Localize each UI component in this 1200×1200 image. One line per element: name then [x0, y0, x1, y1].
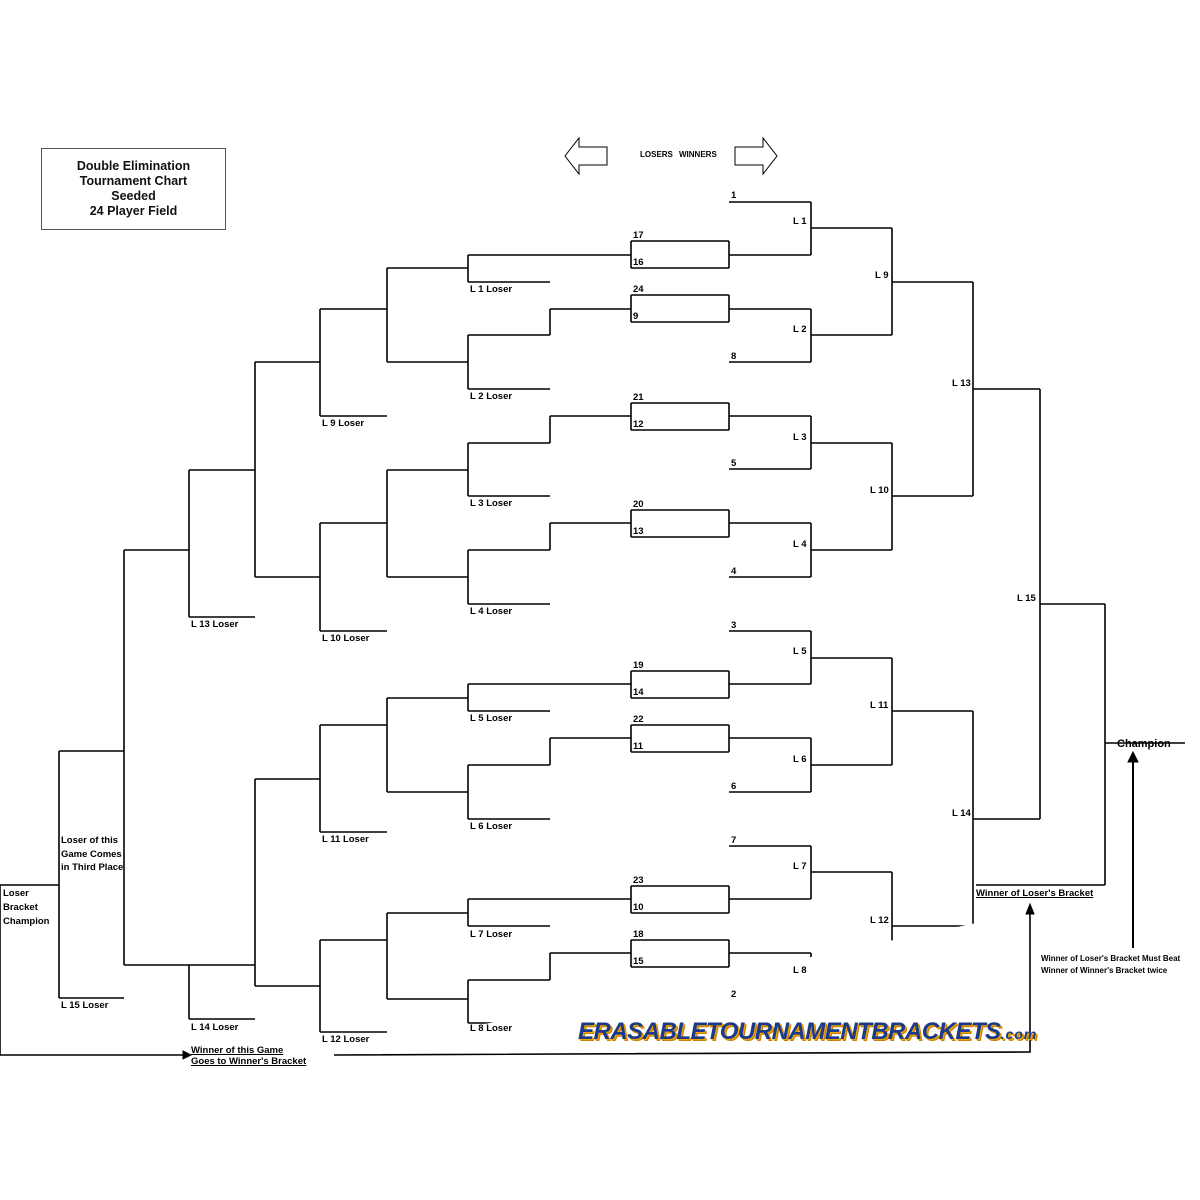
game-L3: L 3	[793, 432, 807, 443]
brand-logo: ERASABLETOURNAMENTBRACKETS.com	[578, 1018, 1037, 1046]
game-L13: L 13	[952, 378, 971, 389]
must-beat-note-2: Winner of Winner's Bracket twice	[1041, 966, 1168, 975]
third-place-note-2: Game Comes	[61, 849, 122, 860]
loser-slot-L9: L 9 Loser	[322, 418, 365, 429]
game-L14: L 14	[952, 808, 971, 819]
title-line-4: 24 Player Field	[89, 204, 178, 218]
title-line-1: Double Elimination	[76, 159, 191, 173]
lb-champion-note-2: Bracket	[3, 902, 38, 913]
loser-slot-L12: L 12 Loser	[322, 1034, 370, 1045]
game-L2: L 2	[793, 324, 807, 335]
seed-8: 8	[731, 351, 737, 362]
game-L4: L 4	[793, 539, 807, 550]
seed-7: 7	[731, 835, 737, 846]
title-line-3: Seeded	[111, 189, 156, 203]
loser-slot-L7: L 7 Loser	[470, 929, 513, 940]
seed-2: 2	[731, 989, 737, 1000]
winner-losers-bracket-note: Winner of Loser's Bracket	[976, 888, 1094, 899]
loser-slot-L10: L 10 Loser	[322, 633, 370, 644]
loser-slot-L6: L 6 Loser	[470, 821, 513, 832]
seed-22: 22	[633, 714, 644, 725]
winners-direction-label: WINNERS	[679, 150, 717, 159]
seed-17: 17	[633, 230, 644, 241]
seed-24: 24	[633, 284, 644, 295]
goes-to-winners-note-2: Goes to Winner's Bracket	[191, 1056, 307, 1067]
must-beat-note-1: Winner of Loser's Bracket Must Beat	[1041, 954, 1181, 963]
loser-slot-L1: L 1 Loser	[470, 284, 513, 295]
loser-slot-L15: L 15 Loser	[61, 1000, 109, 1011]
game-L9: L 9	[875, 270, 889, 281]
goes-to-winners-note-1: Winner of this Game	[191, 1045, 284, 1056]
game-L15: L 15	[1017, 593, 1036, 604]
loser-slot-L2: L 2 Loser	[470, 391, 513, 402]
seed-15: 15	[633, 956, 644, 967]
loser-slot-L5: L 5 Loser	[470, 713, 513, 724]
seed-16: 16	[633, 257, 644, 268]
loser-slot-L11: L 11 Loser	[322, 834, 369, 845]
lb-champion-note-3: Champion	[3, 916, 50, 927]
game-L11: L 11	[870, 700, 889, 711]
third-place-note-3: in Third Place	[61, 862, 124, 873]
game-L5: L 5	[793, 646, 807, 657]
seed-14: 14	[633, 687, 644, 698]
seed-3: 3	[731, 620, 737, 631]
champion-arrowhead-icon	[1127, 750, 1139, 763]
champion-label: Champion	[1117, 738, 1171, 750]
seed-11: 11	[633, 741, 644, 752]
seed-23: 23	[633, 875, 644, 886]
game-L1: L 1	[793, 216, 807, 227]
lb-champion-note-1: Loser	[3, 888, 29, 899]
brand-suffix: .com	[1000, 1026, 1038, 1042]
title-box: Double Elimination Tournament Chart Seed…	[41, 148, 226, 230]
seed-10: 10	[633, 902, 644, 913]
loser-slot-L3: L 3 Loser	[470, 498, 513, 509]
seed-4: 4	[731, 566, 737, 577]
loser-slot-L4: L 4 Loser	[470, 606, 513, 617]
seed-9: 9	[633, 311, 639, 322]
game-L10: L 10	[870, 485, 889, 496]
third-place-note-1: Loser of this	[61, 835, 119, 846]
game-L12: L 12	[870, 915, 889, 926]
brand-name: ERASABLETOURNAMENTBRACKETS	[578, 1018, 1001, 1045]
seed-19: 19	[633, 660, 644, 671]
losers-route-line	[333, 912, 1031, 1056]
title-line-2: Tournament Chart	[79, 174, 188, 188]
loser-slot-L13: L 13 Loser	[191, 619, 239, 630]
game-L7: L 7	[793, 861, 807, 872]
losers-direction-label: LOSERS	[640, 150, 673, 159]
seed-13: 13	[633, 526, 644, 537]
seed-1: 1	[731, 190, 737, 201]
up-arrowhead-icon	[1025, 902, 1035, 915]
loser-slot-L14: L 14 Loser	[191, 1022, 239, 1033]
loser-slot-L8: L 8 Loser	[470, 1023, 513, 1034]
seed-6: 6	[731, 781, 737, 792]
game-L6: L 6	[793, 754, 807, 765]
seed-21: 21	[633, 392, 644, 403]
losers-arrow-icon	[564, 136, 608, 176]
route-arrowhead-icon	[182, 1050, 193, 1060]
seed-20: 20	[633, 499, 644, 510]
seed-12: 12	[633, 419, 644, 430]
game-L8: L 8	[793, 965, 807, 976]
seed-5: 5	[731, 458, 737, 469]
seed-18: 18	[633, 929, 644, 940]
winners-arrow-icon	[734, 136, 778, 176]
